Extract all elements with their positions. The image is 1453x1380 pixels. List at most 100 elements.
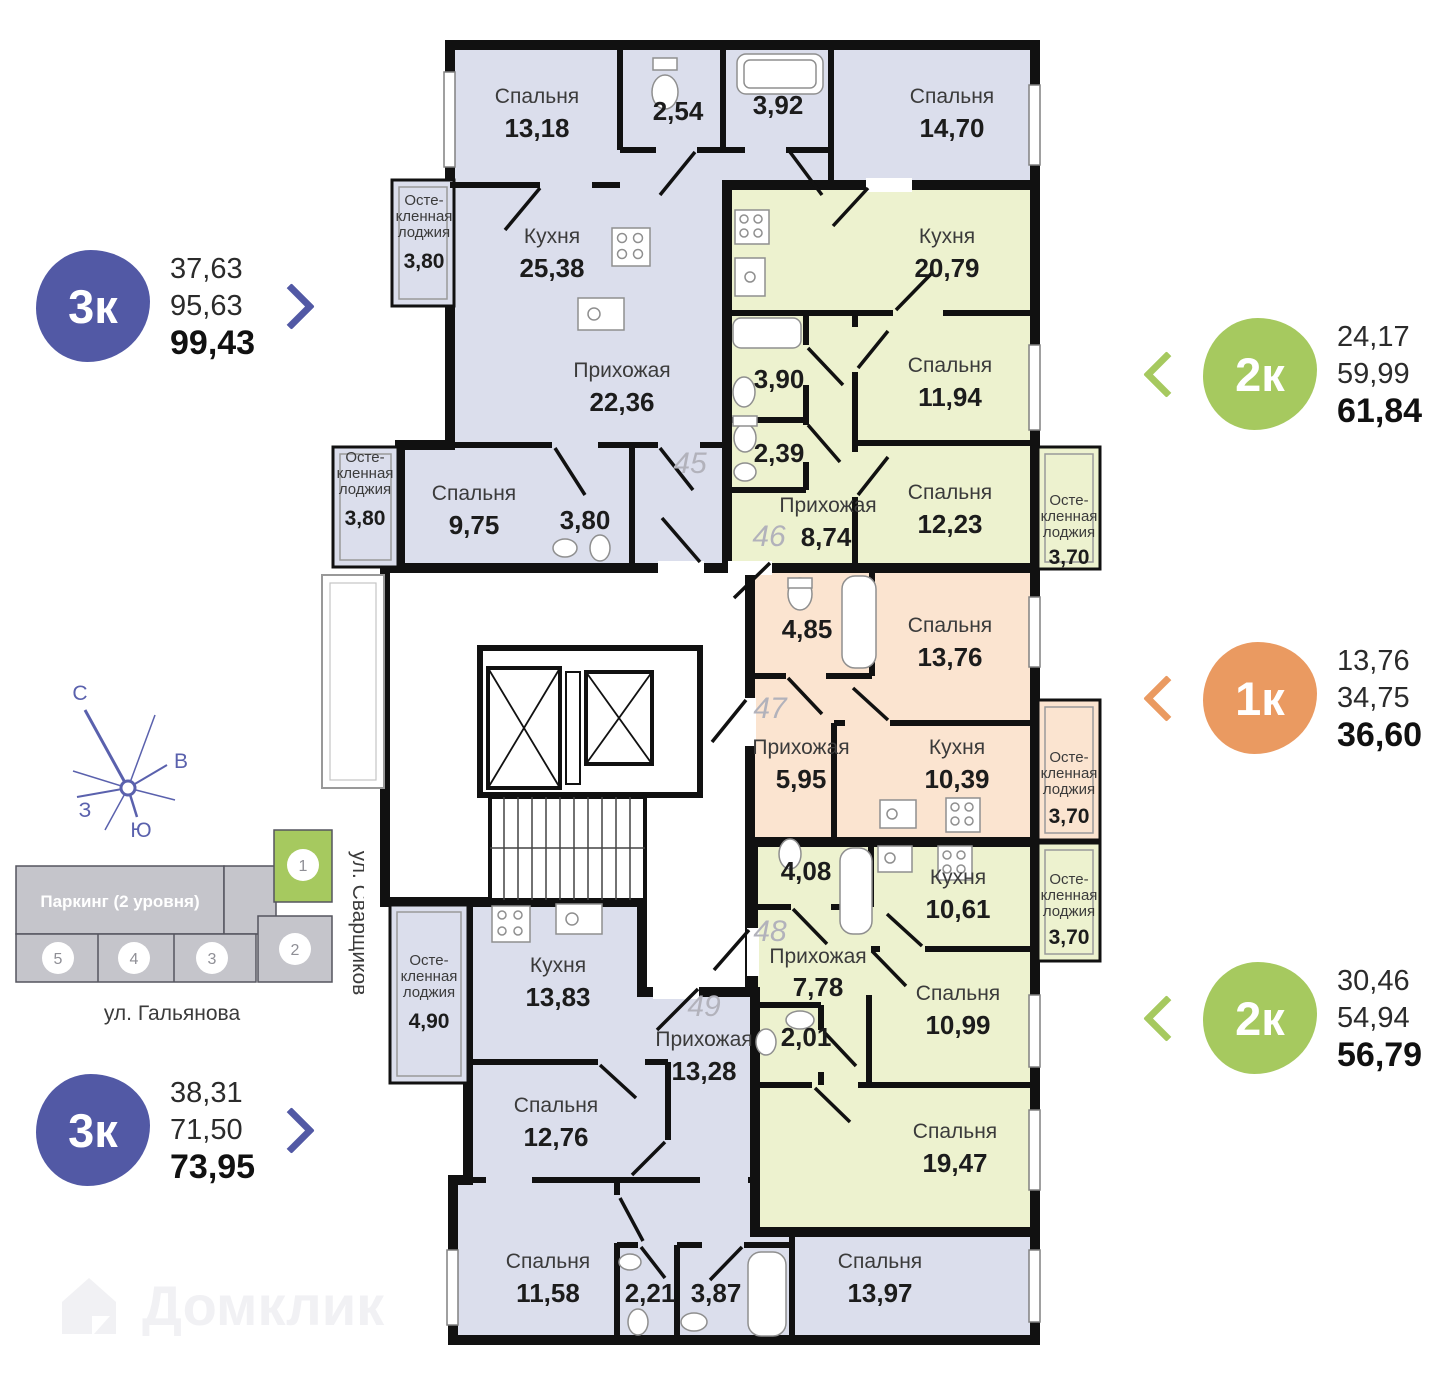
- area-partial: 54,94: [1337, 1001, 1410, 1034]
- loggia-label: кленная: [396, 208, 453, 225]
- badge-3k-blob[interactable]: 3к: [36, 1074, 150, 1186]
- room-label: Прихожая: [655, 1028, 752, 1051]
- minimap-section-1-highlighted[interactable]: [273, 829, 333, 903]
- room-area: 4,08: [781, 856, 832, 886]
- room-label: Спальня: [916, 982, 1000, 1005]
- room-area: 11,58: [516, 1278, 580, 1308]
- common-balcony-glazing: [329, 582, 377, 781]
- room-label: Прихожая: [752, 736, 849, 759]
- chevron-right-icon[interactable]: [268, 1106, 315, 1154]
- room-label: Прихожая: [573, 359, 670, 382]
- section-number: 1: [299, 858, 308, 875]
- street-label-galyanova: ул. Гальянова: [104, 1002, 241, 1025]
- compass-east: В: [174, 750, 188, 773]
- chevron-right-icon[interactable]: [268, 282, 315, 330]
- room-area: 3,80: [560, 505, 611, 535]
- area-total: 61,84: [1337, 391, 1423, 430]
- loggia-49: [388, 903, 470, 1085]
- room-label: Кухня: [929, 736, 985, 759]
- area-living: 24,17: [1337, 320, 1410, 353]
- area-living: 37,63: [170, 252, 243, 285]
- room-area: 13,18: [504, 113, 569, 143]
- badge-2k-blob[interactable]: 2к: [1203, 962, 1317, 1074]
- room-area: 9,75: [449, 510, 500, 540]
- apartment-number: 48: [753, 915, 787, 948]
- parking-label: Паркинг (2 уровня): [40, 892, 199, 911]
- room-label: Спальня: [913, 1120, 997, 1143]
- loggia-label: кленная: [1041, 765, 1098, 782]
- badge-areas: 13,76 34,75 36,60: [1337, 643, 1422, 754]
- compass-north: С: [72, 682, 87, 705]
- room-area: 12,76: [523, 1122, 588, 1152]
- badge-2k-apartment-48[interactable]: 2к 30,46 54,94 56,79: [1143, 962, 1423, 1074]
- section-number: 4: [130, 951, 139, 968]
- apartment-45-labels: Спальня 13,18 2,54 3,92 Спальня 14,70 Ку…: [337, 85, 995, 540]
- badge-3k-apartment-45[interactable]: 3к 37,63 95,63 99,43: [36, 250, 315, 362]
- section-number: 2: [291, 942, 300, 959]
- apartment-46-labels: Кухня 20,79 3,90 2,39 Спальня 11,94 Спал…: [752, 225, 1097, 569]
- loggia-label: Осте-: [1049, 749, 1088, 766]
- room-area: 10,39: [924, 764, 989, 794]
- minimap-parking: [15, 865, 225, 935]
- chevron-left-icon[interactable]: [1143, 674, 1190, 722]
- area-living: 30,46: [1337, 964, 1410, 997]
- room-label: Спальня: [908, 481, 992, 504]
- badge-label: 3к: [68, 1103, 118, 1157]
- badge-1k-blob[interactable]: 1к: [1203, 642, 1317, 754]
- loggia-label: лоджия: [1043, 781, 1095, 798]
- minimap-section-circles: 5 4 3 2 1: [42, 849, 319, 974]
- room-area: 14,70: [919, 113, 984, 143]
- room-area: 7,78: [793, 972, 844, 1002]
- area-living: 38,31: [170, 1076, 243, 1109]
- room-label: Спальня: [495, 85, 579, 108]
- area-partial: 95,63: [170, 289, 243, 322]
- badge-1k-apartment-47[interactable]: 1к 13,76 34,75 36,60: [1143, 642, 1422, 754]
- loggia-47: [1036, 698, 1102, 842]
- room-area: 2,21: [625, 1278, 676, 1308]
- room-area: 11,94: [918, 382, 982, 412]
- loggia-label: лоджия: [398, 224, 450, 241]
- loggia-label: Осте-: [409, 952, 448, 969]
- area-living: 13,76: [1337, 644, 1410, 677]
- room-label: Прихожая: [769, 945, 866, 968]
- room-area: 2,39: [754, 438, 805, 468]
- section-number: 5: [54, 951, 63, 968]
- room-label: Кухня: [919, 225, 975, 248]
- room-area: 13,97: [847, 1278, 912, 1308]
- room-area: 3,87: [691, 1278, 742, 1308]
- apartment-number: 45: [673, 447, 707, 480]
- interior-walls-46: [727, 310, 1035, 568]
- loggia-label: кленная: [1041, 887, 1098, 904]
- loggia-label: лоджия: [403, 984, 455, 1001]
- badge-2k-apartment-46[interactable]: 2к 24,17 59,99 61,84: [1143, 318, 1423, 430]
- watermark-text: Домклик: [142, 1273, 385, 1337]
- loggia-area: 3,80: [345, 507, 386, 530]
- common-balcony: [321, 574, 385, 789]
- apartment-47-labels: 4,85 Спальня 13,76 Прихожая 5,95 Кухня 1…: [752, 614, 1097, 828]
- apartment-number: 46: [752, 520, 786, 553]
- area-total: 56,79: [1337, 1035, 1423, 1074]
- area-total: 73,95: [170, 1147, 256, 1186]
- room-area: 13,76: [917, 642, 982, 672]
- loggia-label: лоджия: [1043, 524, 1095, 541]
- room-label: Кухня: [530, 954, 586, 977]
- site-minimap: Паркинг (2 уровня) 5 4 3 2 1 ул. Гальяно…: [15, 829, 364, 1025]
- loggia-46: [1036, 445, 1102, 571]
- compass-west: З: [79, 799, 92, 822]
- section-number: 3: [208, 951, 217, 968]
- loggia-label: кленная: [401, 968, 458, 985]
- compass-south: Ю: [130, 819, 151, 842]
- badge-label: 3к: [68, 279, 118, 333]
- loggia-label: лоджия: [339, 481, 391, 498]
- badge-3k-apartment-49[interactable]: 3к 38,31 71,50 73,95: [36, 1074, 315, 1186]
- badge-2k-blob[interactable]: 2к: [1203, 318, 1317, 430]
- area-total: 99,43: [170, 323, 256, 362]
- chevron-left-icon[interactable]: [1143, 994, 1190, 1042]
- badge-3k-blob[interactable]: 3к: [36, 250, 150, 362]
- apartment-number: 47: [753, 692, 788, 725]
- room-area: 10,99: [925, 1010, 990, 1040]
- chevron-left-icon[interactable]: [1143, 350, 1190, 398]
- stairs: [488, 795, 647, 902]
